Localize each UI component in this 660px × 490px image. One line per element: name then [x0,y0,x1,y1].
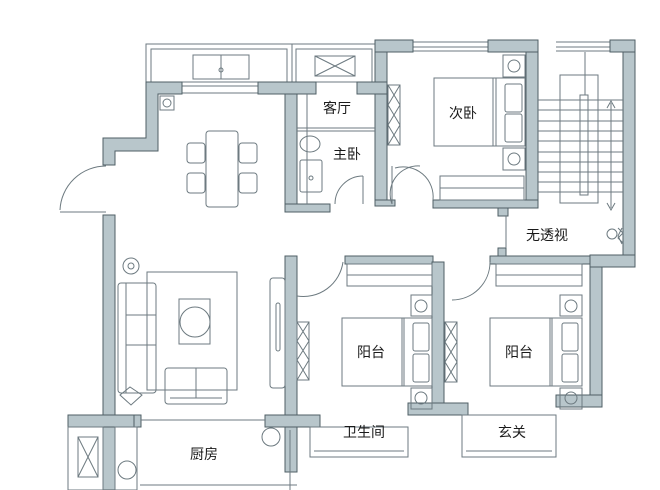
walls [67,39,636,490]
room-label-xuanguan: 玄关 [498,424,526,441]
room-label-zhuwo: 主卧 [333,147,361,163]
room-label-yangtai-1: 阳台 [357,345,385,361]
entry-door [59,165,107,213]
bottom-balconies [67,414,557,490]
room-label-chufang: 厨房 [190,447,218,463]
room-label-yangtai-2: 阳台 [505,345,533,361]
stairs [505,52,624,248]
yangtai2-furniture [489,263,583,410]
yangtai1-furniture [341,261,491,410]
living-room-furniture [117,257,344,406]
room-label-keting: 客厅 [323,100,351,117]
room-labels: 客厅 主卧 次卧 无透视 阳台 阳台 卫生间 玄关 厨房 [190,100,568,463]
ciwo-bed [387,54,526,205]
bathroom-fixtures [297,94,375,205]
room-label-weishengjian: 卫生间 [343,425,385,441]
top-balcony [145,43,377,83]
room-label-wutoushi: 无透视 [526,228,568,244]
room-label-ciwo: 次卧 [449,106,477,122]
dining-table [159,95,258,208]
